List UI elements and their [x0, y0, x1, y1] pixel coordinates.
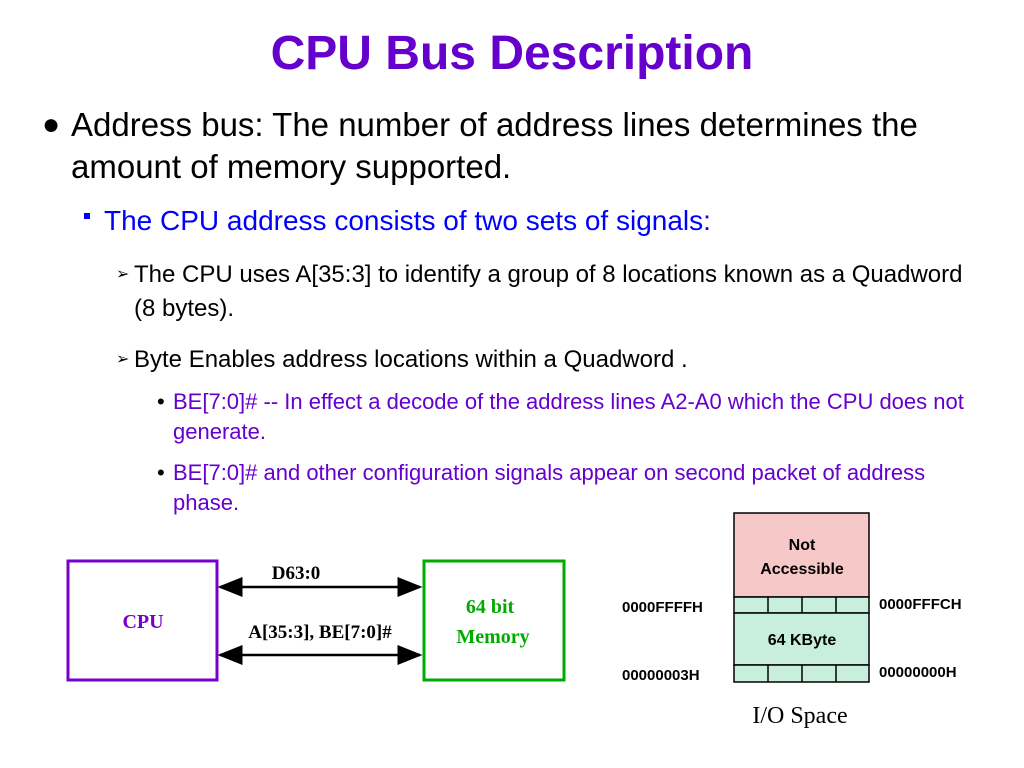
not-accessible-label-line2: Accessible: [760, 561, 844, 578]
slide-title: CPU Bus Description: [270, 27, 754, 80]
io-space-caption: I/O Space: [752, 703, 847, 729]
data-bus-label: D63:0: [272, 563, 321, 584]
bullet-level1: ● Address bus: The number of address lin…: [42, 104, 992, 188]
bullet-dot-icon: •: [157, 460, 165, 485]
address-right-bottom: 00000000H: [879, 664, 957, 681]
address-bus-label: A[35:3], BE[7:0]#: [248, 622, 392, 643]
bullet-text: Byte Enables address locations within a …: [134, 346, 688, 373]
cpu-label: CPU: [122, 611, 163, 633]
not-accessible-label-line1: Not: [789, 537, 816, 554]
memory-label-line1: 64 bit: [466, 596, 515, 618]
bullet-dot-icon: •: [157, 389, 165, 414]
not-accessible-region: [733, 512, 870, 598]
bullet-arrow-icon: ➢: [116, 351, 130, 368]
address-left-bottom: 00000003H: [622, 667, 700, 684]
bullet-level3: ➢ Byte Enables address locations within …: [116, 343, 976, 377]
bullet-text: The CPU address consists of two sets of …: [104, 205, 711, 236]
bullet-level3: ➢ The CPU uses A[35:3] to identify a gro…: [116, 258, 976, 326]
bullet-text: BE[7:0]# and other configuration signals…: [173, 460, 926, 515]
bullet-level2: The CPU address consists of two sets of …: [82, 203, 982, 239]
bullet-dot-icon: ●: [42, 108, 61, 141]
memory-label-line2: Memory: [456, 626, 529, 648]
kbyte-block: [733, 612, 870, 666]
bullet-text: Address bus: The number of address lines…: [71, 106, 918, 185]
bullet-text: The CPU uses A[35:3] to identify a group…: [134, 261, 963, 322]
io-space-map: Not Accessible 64 KByte 0000FFFFH 0000FF…: [622, 512, 962, 729]
cpu-box: [66, 559, 219, 682]
address-right-top: 0000FFFCH: [879, 596, 962, 613]
bullet-text: BE[7:0]# -- In effect a decode of the ad…: [173, 389, 964, 444]
memory-box: [422, 559, 566, 682]
bullet-square-icon: [84, 213, 90, 219]
kbyte-label: 64 KByte: [768, 632, 837, 649]
bullet-level4: • BE[7:0]# -- In effect a decode of the …: [157, 387, 977, 447]
bullet-arrow-icon: ➢: [116, 266, 130, 283]
bullet-level4: • BE[7:0]# and other configuration signa…: [157, 458, 977, 518]
address-left-top: 0000FFFFH: [622, 599, 703, 616]
